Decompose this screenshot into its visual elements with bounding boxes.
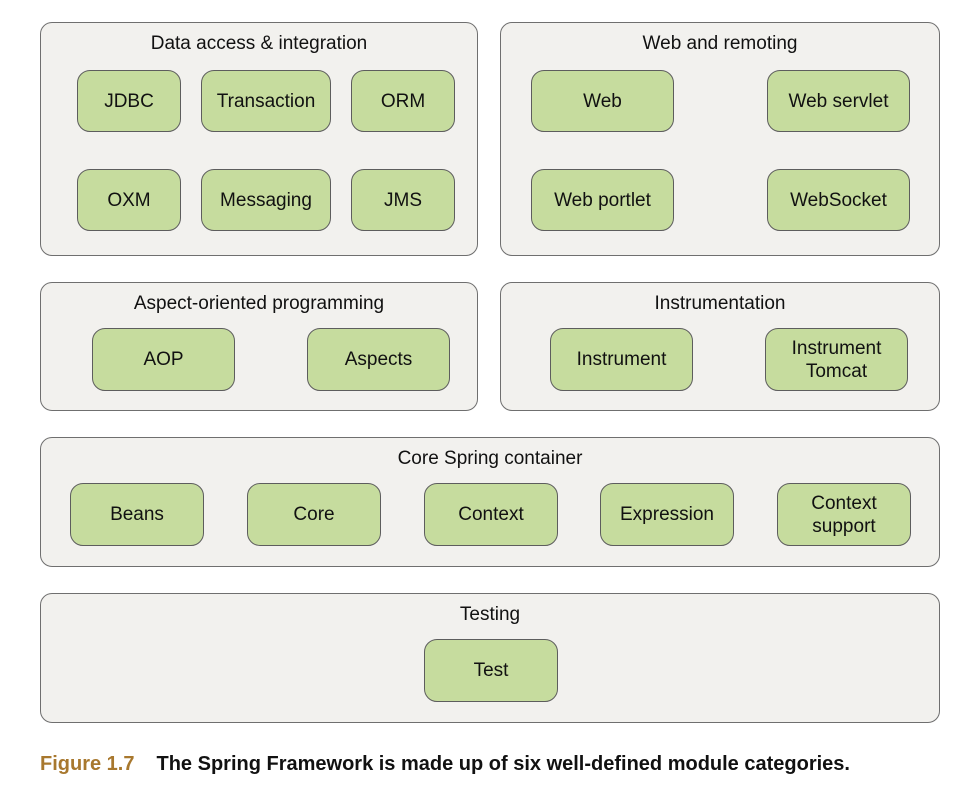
module-aop: AOP: [92, 328, 235, 391]
group-title: Testing: [459, 604, 521, 625]
module-messaging: Messaging: [201, 169, 331, 231]
module-oxm: OXM: [77, 169, 181, 231]
module-web-servlet: Web servlet: [767, 70, 910, 132]
module-aspects: Aspects: [307, 328, 450, 391]
module-context-support: Context support: [777, 483, 911, 546]
module-jdbc: JDBC: [77, 70, 181, 132]
figure-caption: Figure 1.7 The Spring Framework is made u…: [40, 752, 850, 776]
group-title: Data access & integration: [150, 33, 368, 54]
module-jms: JMS: [351, 169, 455, 231]
group-web-remoting: Web and remoting Web Web servlet Web por…: [500, 22, 940, 256]
module-context: Context: [424, 483, 558, 546]
module-transaction: Transaction: [201, 70, 331, 132]
group-aspect-oriented-programming: Aspect-oriented programming AOP Aspects: [40, 282, 478, 411]
group-instrumentation: Instrumentation Instrument Instrument To…: [500, 282, 940, 411]
module-core: Core: [247, 483, 381, 546]
figure-label: Figure 1.7: [40, 753, 135, 775]
module-websocket: WebSocket: [767, 169, 910, 231]
group-title: Web and remoting: [642, 33, 798, 54]
group-data-access-integration: Data access & integration JDBC Transacti…: [40, 22, 478, 256]
module-instrument: Instrument: [550, 328, 693, 391]
group-title: Aspect-oriented programming: [133, 293, 385, 314]
module-beans: Beans: [70, 483, 204, 546]
module-instrument-tomcat: Instrument Tomcat: [765, 328, 908, 391]
group-title: Instrumentation: [654, 293, 786, 314]
module-expression: Expression: [600, 483, 734, 546]
group-title: Core Spring container: [397, 448, 583, 469]
caption-text: The Spring Framework is made up of six w…: [156, 753, 850, 775]
module-web: Web: [531, 70, 674, 132]
group-core-spring-container: Core Spring container Beans Core Context…: [40, 437, 940, 567]
module-orm: ORM: [351, 70, 455, 132]
module-test: Test: [424, 639, 558, 702]
module-web-portlet: Web portlet: [531, 169, 674, 231]
group-testing: Testing Test: [40, 593, 940, 723]
